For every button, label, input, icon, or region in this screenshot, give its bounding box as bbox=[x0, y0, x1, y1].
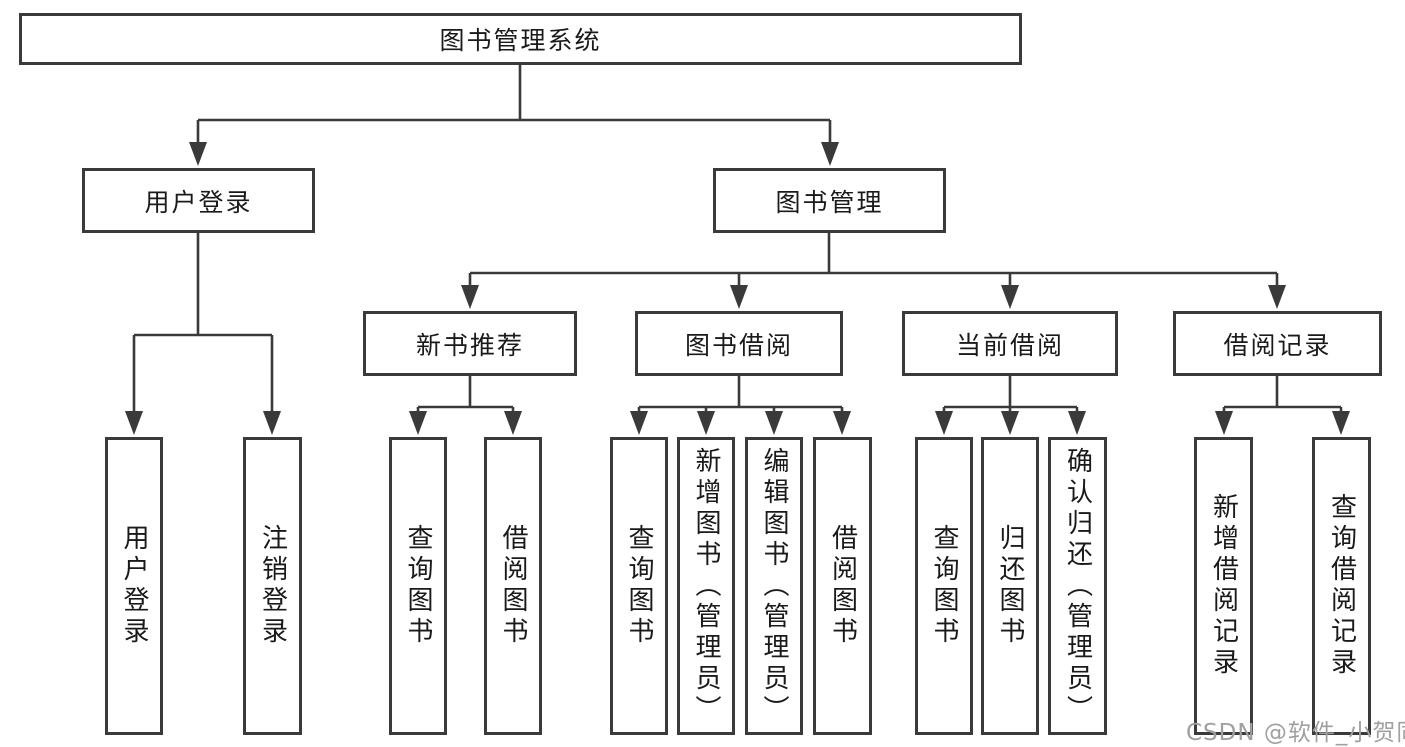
node-borrowing-records-label: 借阅记录 bbox=[1223, 330, 1332, 360]
node-current-borrowing-label: 当前借阅 bbox=[955, 330, 1064, 360]
leaf-logout-label: 注销登录 bbox=[257, 524, 288, 648]
leaf-query-books-borrow: 查询图书 bbox=[610, 437, 668, 735]
leaf-query-books-current-label: 查询图书 bbox=[929, 524, 959, 648]
leaf-return-books: 归还图书 bbox=[981, 437, 1039, 735]
leaf-user-login-label: 用户登录 bbox=[119, 524, 149, 648]
node-book-borrowing-label: 图书借阅 bbox=[684, 330, 793, 360]
leaf-borrow-books: 借阅图书 bbox=[813, 437, 872, 735]
connector-book-management-to-level3 bbox=[468, 233, 1279, 286]
node-book-management-label: 图书管理 bbox=[775, 187, 884, 217]
leaf-borrow-books-recommend: 借阅图书 bbox=[484, 437, 542, 735]
connector-new-book-recommend-to-leaves bbox=[416, 376, 515, 412]
leaf-borrow-books-recommend-label: 借阅图书 bbox=[498, 524, 528, 648]
leaf-query-borrow-record: 查询借阅记录 bbox=[1312, 437, 1371, 735]
leaf-edit-books-admin-label: 编辑图书（管理员） bbox=[759, 446, 789, 726]
connector-root-to-level2 bbox=[196, 65, 832, 143]
leaf-confirm-return-admin-label: 确认归还（管理员） bbox=[1062, 446, 1093, 726]
connector-user-login-to-leaves bbox=[132, 233, 274, 412]
leaf-return-books-label: 归还图书 bbox=[995, 524, 1025, 648]
node-borrowing-records: 借阅记录 bbox=[1173, 311, 1382, 376]
connector-borrow-records-to-leaves bbox=[1222, 376, 1343, 412]
node-new-book-recommendation: 新书推荐 bbox=[363, 311, 577, 376]
node-new-book-recommendation-label: 新书推荐 bbox=[415, 330, 524, 360]
node-current-borrowing: 当前借阅 bbox=[902, 311, 1118, 376]
node-user-login: 用户登录 bbox=[82, 168, 315, 233]
leaf-add-borrow-record-label: 新增借阅记录 bbox=[1208, 493, 1239, 679]
leaf-query-books-borrow-label: 查询图书 bbox=[624, 524, 654, 648]
connector-book-borrow-to-leaves bbox=[637, 376, 844, 412]
leaf-user-login: 用户登录 bbox=[105, 437, 163, 735]
leaf-edit-books-admin: 编辑图书（管理员） bbox=[745, 437, 803, 735]
node-user-login-label: 用户登录 bbox=[144, 187, 253, 217]
leaf-query-books-recommend-label: 查询图书 bbox=[403, 524, 433, 648]
leaf-query-books-recommend: 查询图书 bbox=[389, 437, 447, 735]
connector-lines bbox=[132, 65, 1343, 412]
leaf-add-borrow-record: 新增借阅记录 bbox=[1194, 437, 1253, 735]
leaf-query-books-current: 查询图书 bbox=[915, 437, 973, 735]
connector-current-borrow-to-leaves bbox=[942, 376, 1079, 412]
leaf-add-books-admin-label: 新增图书（管理员） bbox=[691, 446, 721, 726]
watermark: CSDN @软件_小贺同学 bbox=[1186, 720, 1405, 746]
node-book-borrowing: 图书借阅 bbox=[635, 311, 843, 376]
leaf-add-books-admin: 新增图书（管理员） bbox=[677, 437, 735, 735]
leaf-query-borrow-record-label: 查询借阅记录 bbox=[1326, 493, 1357, 679]
arrowhead-icons bbox=[125, 142, 1350, 435]
leaf-logout: 注销登录 bbox=[243, 437, 302, 735]
node-book-management: 图书管理 bbox=[713, 168, 946, 233]
leaf-confirm-return-admin: 确认归还（管理员） bbox=[1048, 437, 1107, 735]
node-library-management-system-label: 图书管理系统 bbox=[439, 26, 602, 55]
leaf-borrow-books-label: 借阅图书 bbox=[827, 524, 858, 648]
node-library-management-system: 图书管理系统 bbox=[19, 13, 1022, 65]
